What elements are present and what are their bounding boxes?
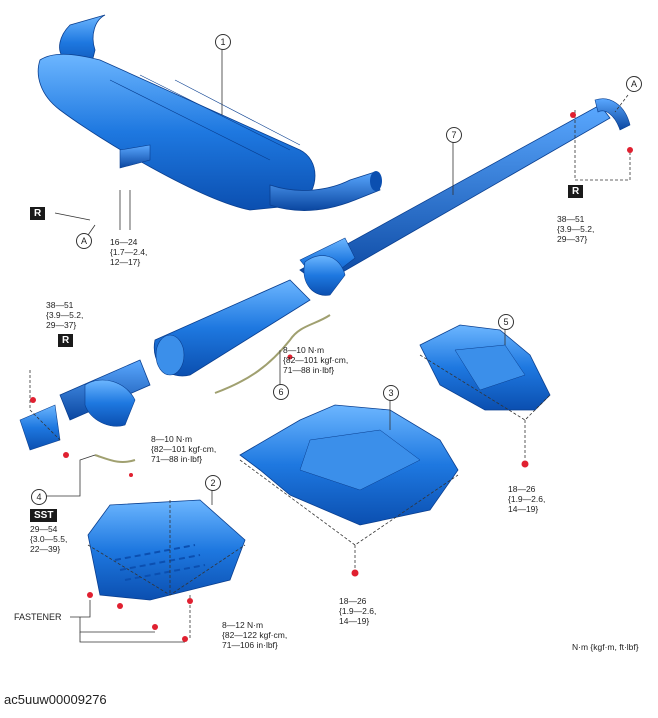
sensor-harness <box>94 314 331 464</box>
callout-7: 7 <box>446 127 462 143</box>
callout-2: 2 <box>205 475 221 491</box>
under-cover-5 <box>419 324 551 411</box>
under-cover-2 <box>87 499 246 601</box>
callout-4: 4 <box>31 489 47 505</box>
callout-3: 3 <box>383 385 399 401</box>
torque-left-flange: 38—51 {3.9—5.2, 29—37} <box>46 300 84 330</box>
callout-1: 1 <box>215 34 231 50</box>
torque-cover-5: 18—26 {1.9—2.6, 14—19} <box>508 484 546 514</box>
torque-right-flange: 38—51 {3.9—5.2, 29—37} <box>557 214 595 244</box>
figure-caption: ac5uuw00009276 <box>4 692 107 707</box>
leader-lines <box>38 50 506 643</box>
torque-sensor-lower: 8—10 N·m {82—101 kgf·cm, 71—88 in·lbf} <box>151 434 217 464</box>
torque-sst: 29—54 {3.0—5.5, 22—39} <box>30 524 68 554</box>
catalytic-converter <box>19 255 346 451</box>
main-silencer <box>37 14 382 211</box>
replace-badge-right: R <box>568 185 584 198</box>
callout-a-left: A <box>76 233 92 249</box>
callout-6: 6 <box>273 384 289 400</box>
bolt-markers <box>30 112 633 642</box>
unit-legend: N·m {kgf·m, ft·lbf} <box>572 642 639 652</box>
torque-cover-2: 8—12 N·m {82—122 kgf·cm, 71—106 in·lbf} <box>222 620 288 650</box>
torque-cover-3: 18—26 {1.9—2.6, 14—19} <box>339 596 377 626</box>
replace-badge-left: R <box>30 207 46 220</box>
under-cover-3 <box>239 404 459 526</box>
callout-5: 5 <box>498 314 514 330</box>
sst-badge: SST <box>30 509 58 522</box>
torque-sensor-upper: 8—10 N·m {82—101 kgf·cm, 71—88 in·lbf} <box>283 345 349 375</box>
callout-a-right: A <box>626 76 642 92</box>
torque-muffler: 16—24 {1.7—2.4, 12—17} <box>110 237 148 267</box>
replace-badge-front: R <box>58 334 74 347</box>
fastener-label: FASTENER <box>14 612 62 622</box>
